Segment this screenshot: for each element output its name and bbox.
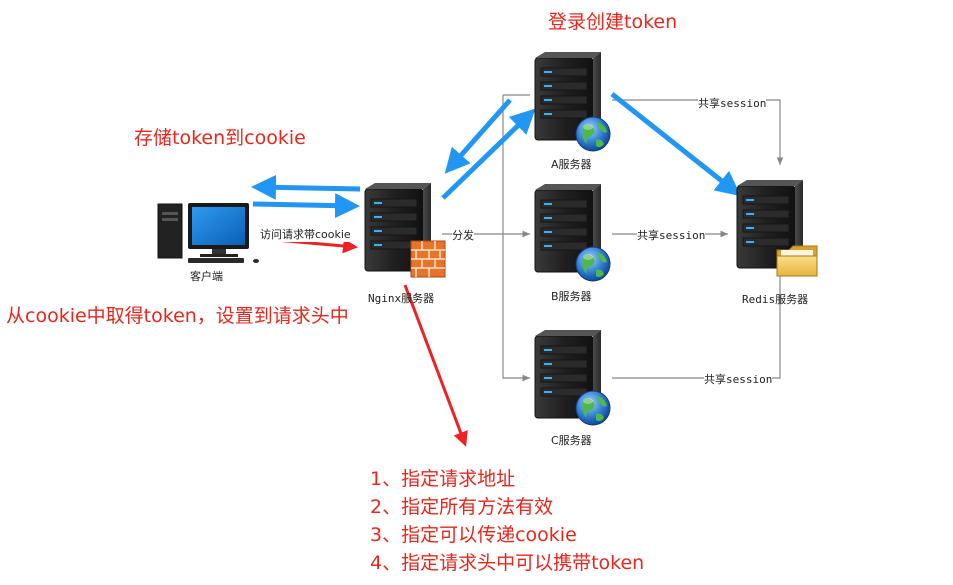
globe-icon xyxy=(575,246,611,282)
config-list: 1、指定请求地址 2、指定所有方法有效 3、指定可以传递cookie 4、指定请… xyxy=(370,465,644,577)
redis-server-icon xyxy=(736,179,818,277)
nginx-label: Nginx服务器 xyxy=(368,292,435,305)
config-item-3: 3、指定可以传递cookie xyxy=(370,524,577,546)
client-label: 客户端 xyxy=(190,270,223,283)
globe-icon xyxy=(575,116,611,152)
server-b-label: B服务器 xyxy=(551,290,592,303)
config-item-1: 1、指定请求地址 xyxy=(370,468,516,490)
store-token-label: 存储token到cookie xyxy=(134,127,306,149)
folder-icon xyxy=(776,245,818,277)
redis-label: Redis服务器 xyxy=(742,293,809,306)
firewall-icon xyxy=(410,240,446,278)
login-token-label: 登录创建token xyxy=(548,11,678,33)
share-session-b-label: 共享session xyxy=(637,227,706,243)
server-b-icon xyxy=(534,183,611,282)
extract-token-label: 从cookie中取得token，设置到请求头中 xyxy=(6,305,349,327)
gray-connectors xyxy=(442,94,784,382)
request-cookie-label: 访问请求带cookie xyxy=(260,226,351,242)
client-computer-icon xyxy=(157,203,259,263)
server-a-label: A服务器 xyxy=(551,158,592,171)
dispatch-label: 分发 xyxy=(452,227,474,243)
blue-arrows xyxy=(251,92,741,219)
nginx-server-icon xyxy=(364,182,446,278)
server-a-icon xyxy=(534,51,611,152)
globe-icon xyxy=(575,390,611,426)
share-session-a-label: 共享session xyxy=(698,95,767,111)
server-c-label: C服务器 xyxy=(551,434,592,447)
server-c-icon xyxy=(534,329,611,426)
share-session-c-label: 共享session xyxy=(704,371,773,387)
config-item-4: 4、指定请求头中可以携带token xyxy=(370,552,645,574)
config-item-2: 2、指定所有方法有效 xyxy=(370,496,554,518)
